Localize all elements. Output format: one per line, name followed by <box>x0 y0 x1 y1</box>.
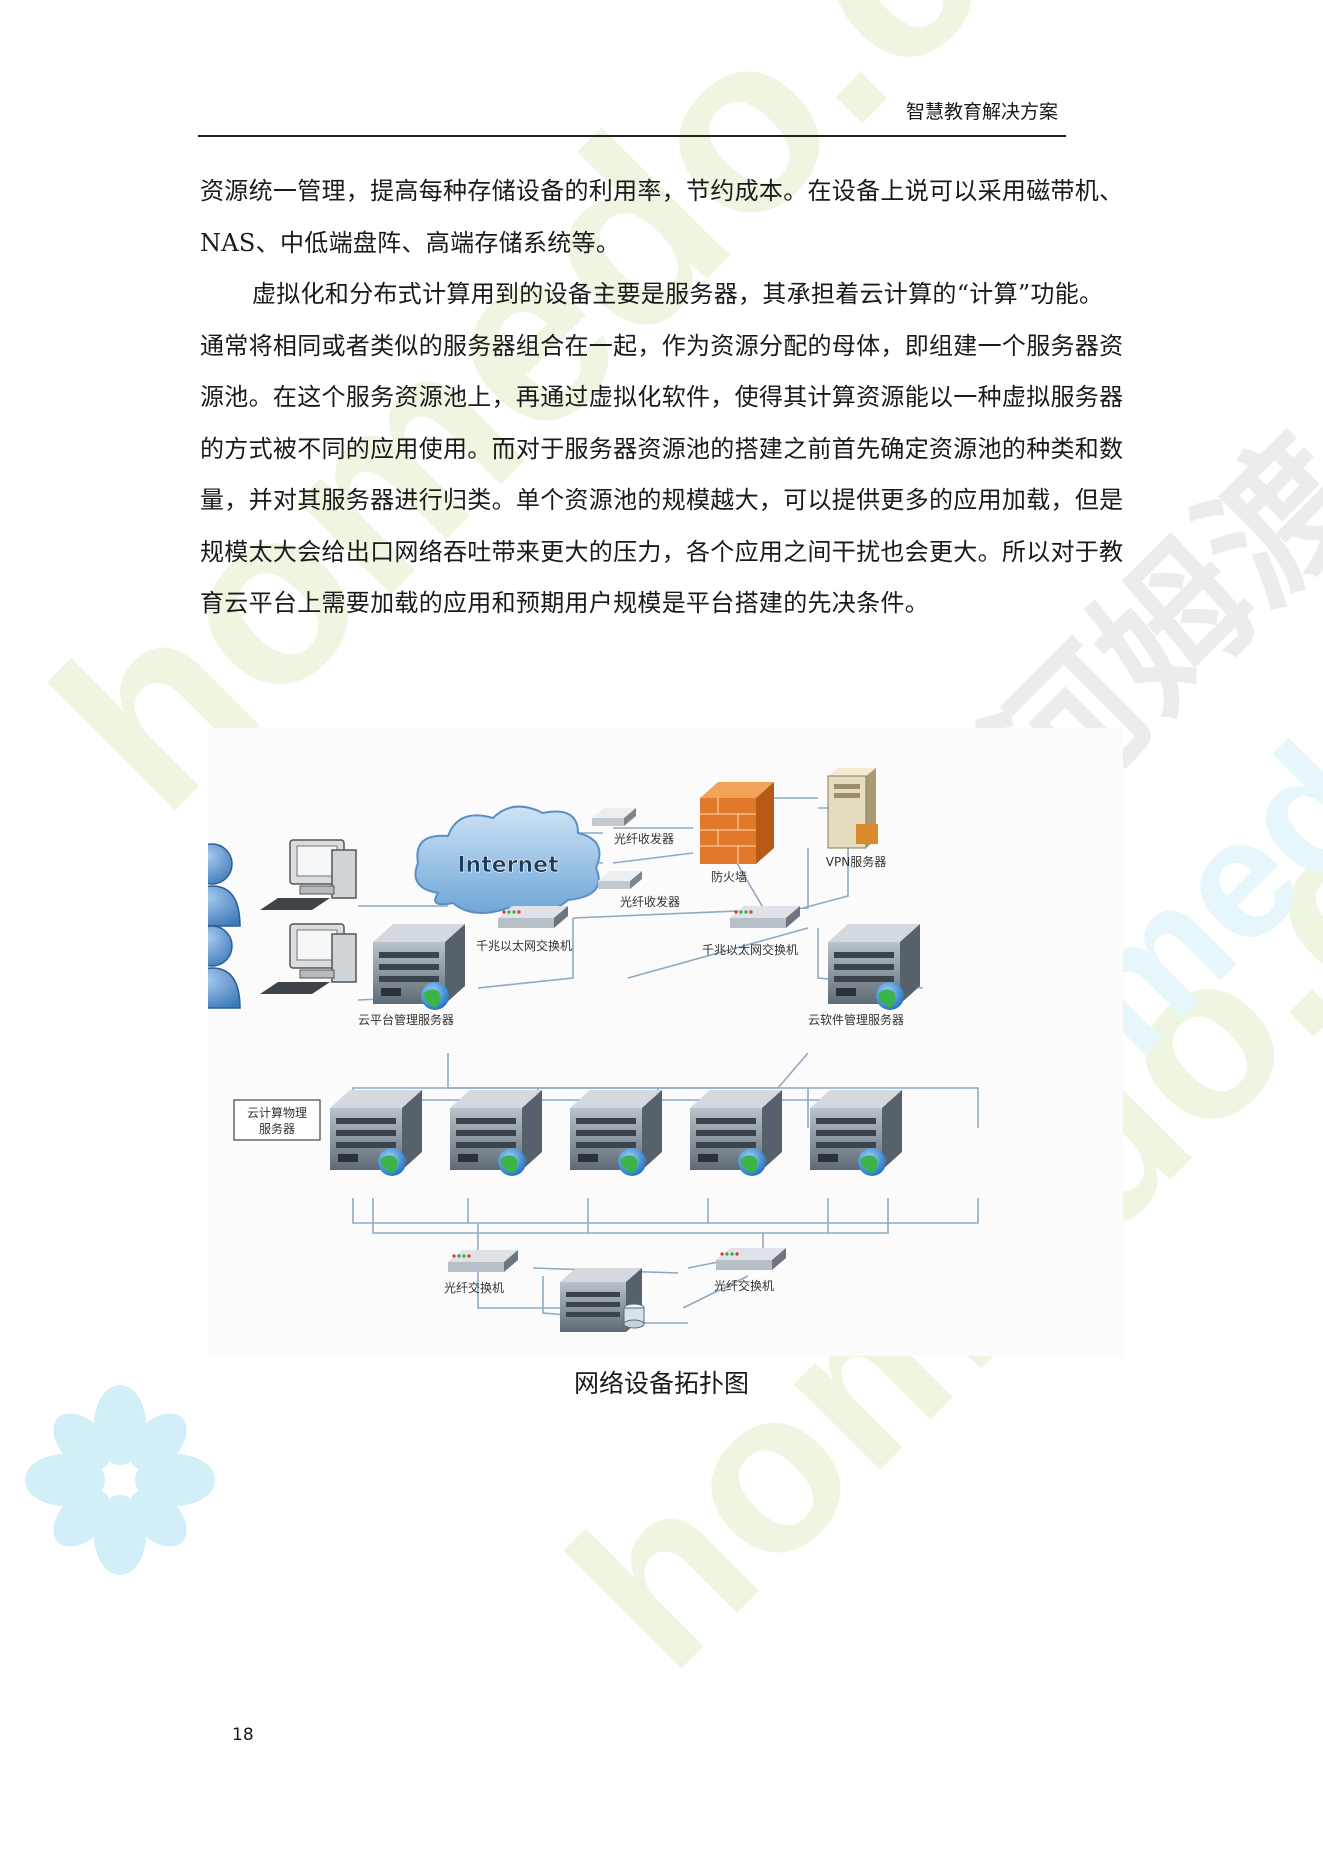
fiber-transceiver-icon <box>598 871 642 889</box>
physical-server-icon <box>570 1090 662 1176</box>
fiber-transceiver-label: 光纤收发器 <box>620 894 680 909</box>
figure-caption: 网络设备拓扑图 <box>573 1369 749 1398</box>
vpn-server-icon <box>827 768 878 849</box>
physical-server-label: 云计算物理 <box>247 1105 307 1120</box>
gigabit-switch-label: 千兆以太网交换机 <box>702 942 798 957</box>
paragraph: 资源统一管理，提高每种存储设备的利用率，节约成本。在设备上说可以采用磁带机、NA… <box>200 177 1124 257</box>
cloud-software-server-label: 云软件管理服务器 <box>808 1012 904 1027</box>
cloud-software-server-icon <box>828 924 920 1010</box>
internet-label: Internet <box>457 853 559 878</box>
paragraph: 虚拟化和分布式计算用到的设备主要是服务器，其承担着云计算的“计算”功能。通常将相… <box>200 280 1124 617</box>
page-number: 18 <box>232 1725 254 1745</box>
firewall-label: 防火墙 <box>711 869 747 884</box>
physical-server-icon <box>450 1090 542 1176</box>
body-text: 资源统一管理，提高每种存储设备的利用率，节约成本。在设备上说可以采用磁带机、NA… <box>200 166 1125 630</box>
physical-server-icon <box>690 1090 782 1176</box>
network-topology-figure: Internet 光纤收发器 光纤收发器 防火墙 VPN服务器 千兆以太网交换机… <box>183 728 1123 1356</box>
gigabit-switch-label: 千兆以太网交换机 <box>476 938 572 953</box>
network-topology-diagram: Internet 光纤收发器 光纤收发器 防火墙 VPN服务器 千兆以太网交换机… <box>183 768 979 1332</box>
physical-server-label: 服务器 <box>259 1121 295 1136</box>
fiber-transceiver-icon <box>592 808 636 826</box>
internet-cloud-icon: Internet <box>414 805 601 914</box>
watermark-logo-icon <box>25 1385 215 1575</box>
firewall-icon <box>700 782 774 864</box>
user-icon <box>183 925 241 1009</box>
pc-icon <box>259 923 357 995</box>
pc-icon <box>259 839 357 911</box>
gigabit-switch-icon <box>498 906 568 928</box>
physical-server-icon <box>810 1090 902 1176</box>
cloud-platform-server-icon <box>373 924 465 1010</box>
header-title: 智慧教育解决方案 <box>905 101 1058 123</box>
cloud-platform-server-label: 云平台管理服务器 <box>358 1012 454 1027</box>
user-icon <box>183 843 241 927</box>
gigabit-switch-icon <box>730 906 800 928</box>
fiber-switch-label: 光纤交换机 <box>714 1278 774 1293</box>
vpn-server-label: VPN服务器 <box>826 854 886 869</box>
fiber-switch-label: 光纤交换机 <box>444 1280 504 1295</box>
storage-array-icon <box>560 1268 645 1332</box>
physical-server-icon <box>330 1090 422 1176</box>
page-header: 智慧教育解决方案 <box>198 97 1066 137</box>
fiber-switch-icon <box>716 1248 786 1270</box>
fiber-transceiver-label: 光纤收发器 <box>614 831 674 846</box>
fiber-switch-icon <box>448 1250 518 1272</box>
physical-server-label-box <box>233 1099 321 1141</box>
